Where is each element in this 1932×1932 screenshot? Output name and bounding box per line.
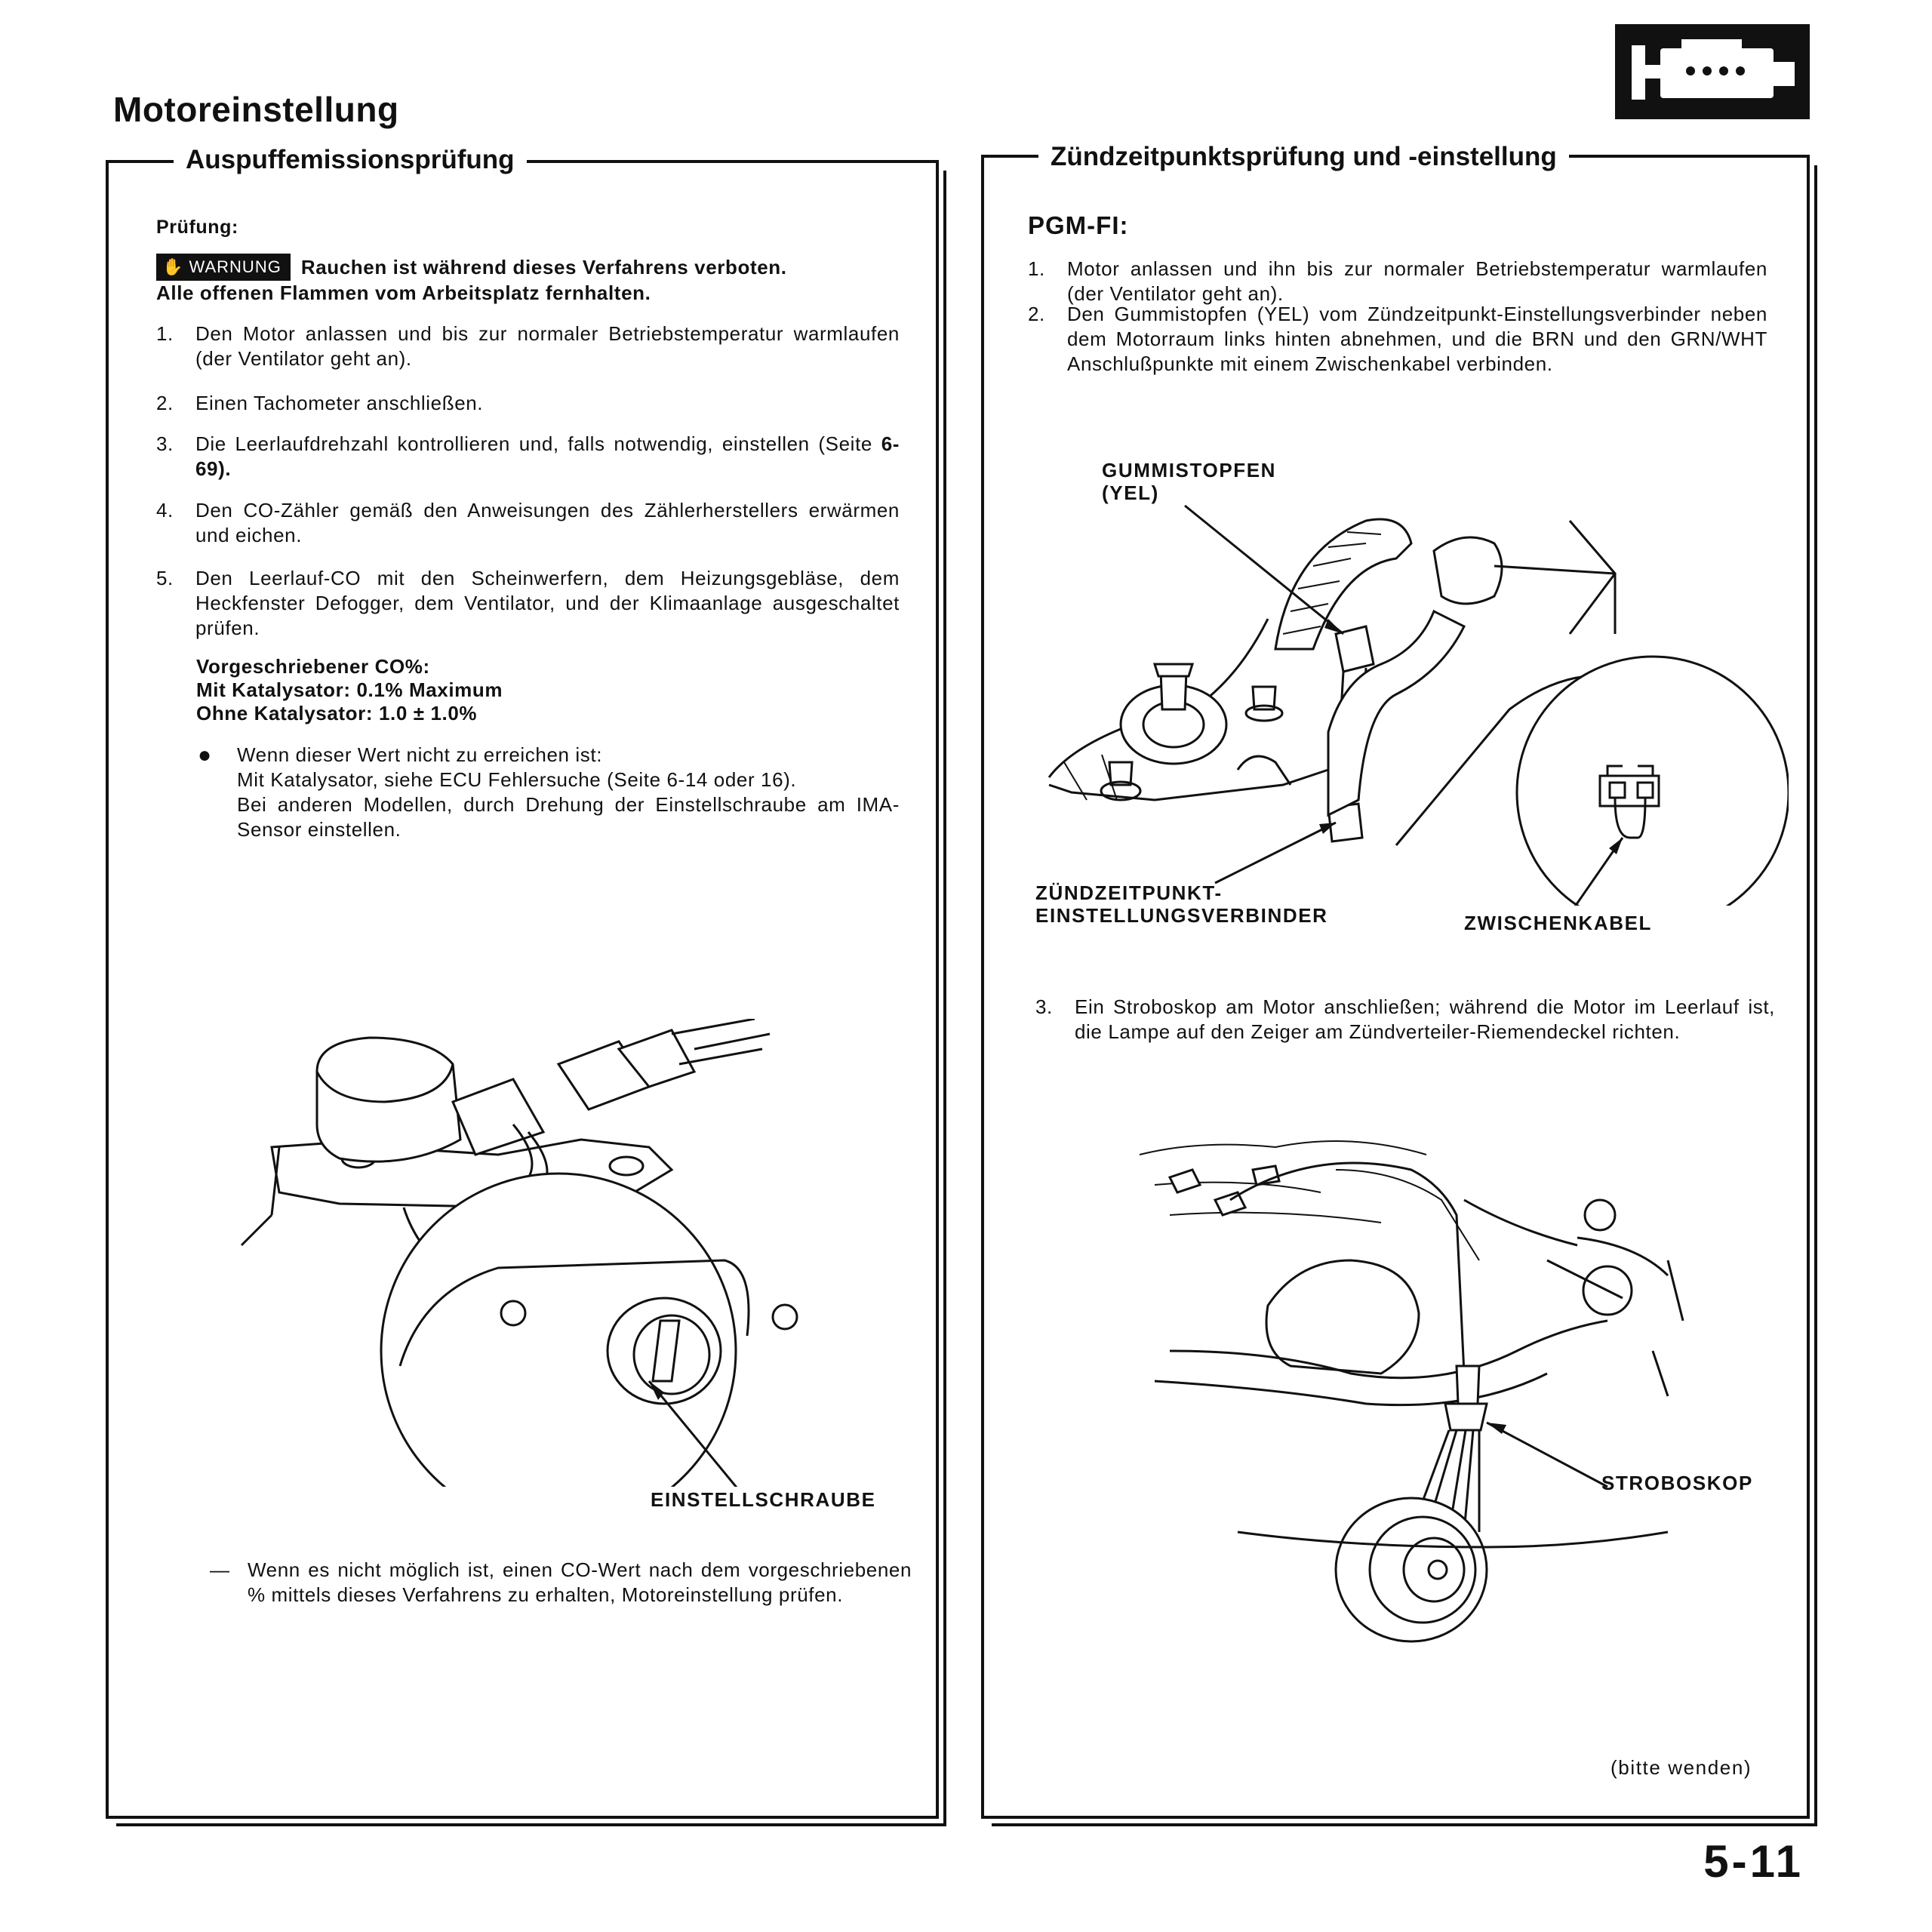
warning-block: ✋ WARNUNG Rauchen ist während dieses Verf… <box>156 254 911 306</box>
warning-badge: ✋ WARNUNG <box>156 254 291 281</box>
page-number: 5-11 <box>1703 1836 1804 1887</box>
hand-icon: ✋ <box>162 257 184 276</box>
label-stroboskop: STROBOSKOP <box>1601 1472 1753 1494</box>
warning-line1: Rauchen ist während dieses Verfahrens ve… <box>300 256 787 278</box>
label-einstellschraube: EINSTELLSCHRAUBE <box>651 1488 876 1511</box>
label-gummistopfen: GUMMISTOPFEN (YEL) <box>1102 459 1277 504</box>
subheading-pgm-fi: PGM-FI: <box>1028 211 1129 239</box>
label-zwischenkabel: ZWISCHENKABEL <box>1464 912 1653 934</box>
section-title-ignition: Zündzeitpunktsprüfung und -einstellung <box>1038 142 1569 172</box>
bullet-note: ● Wenn dieser Wert nicht zu erreichen is… <box>198 743 900 841</box>
list-item: 3. Ein Stroboskop am Motor anschließen; … <box>1035 995 1775 1043</box>
section-title-emission: Auspuffemissionsprüfung <box>174 145 527 175</box>
engine-icon <box>1615 24 1810 119</box>
stroboscope-illustration <box>1139 1140 1684 1643</box>
label-zuendzeitpunkt-verbinder: ZÜNDZEITPUNKT- EINSTELLUNGSVERBINDER <box>1035 881 1328 927</box>
bullet-icon: ● <box>198 743 212 768</box>
footer-bitte-wenden: (bitte wenden) <box>1611 1756 1752 1779</box>
ima-sensor-illustration <box>240 1019 798 1487</box>
connector-illustration <box>1048 504 1789 906</box>
left-note: — Wenn es nicht möglich ist, einen CO-We… <box>210 1558 912 1606</box>
co-spec: Vorgeschriebener CO%: Mit Katalysator: 0… <box>196 655 503 724</box>
page-title: Motoreinstellung <box>113 90 399 129</box>
subheading-pruefung: Prüfung: <box>156 217 238 238</box>
warning-line2: Alle offenen Flammen vom Arbeitsplatz fe… <box>156 281 651 304</box>
